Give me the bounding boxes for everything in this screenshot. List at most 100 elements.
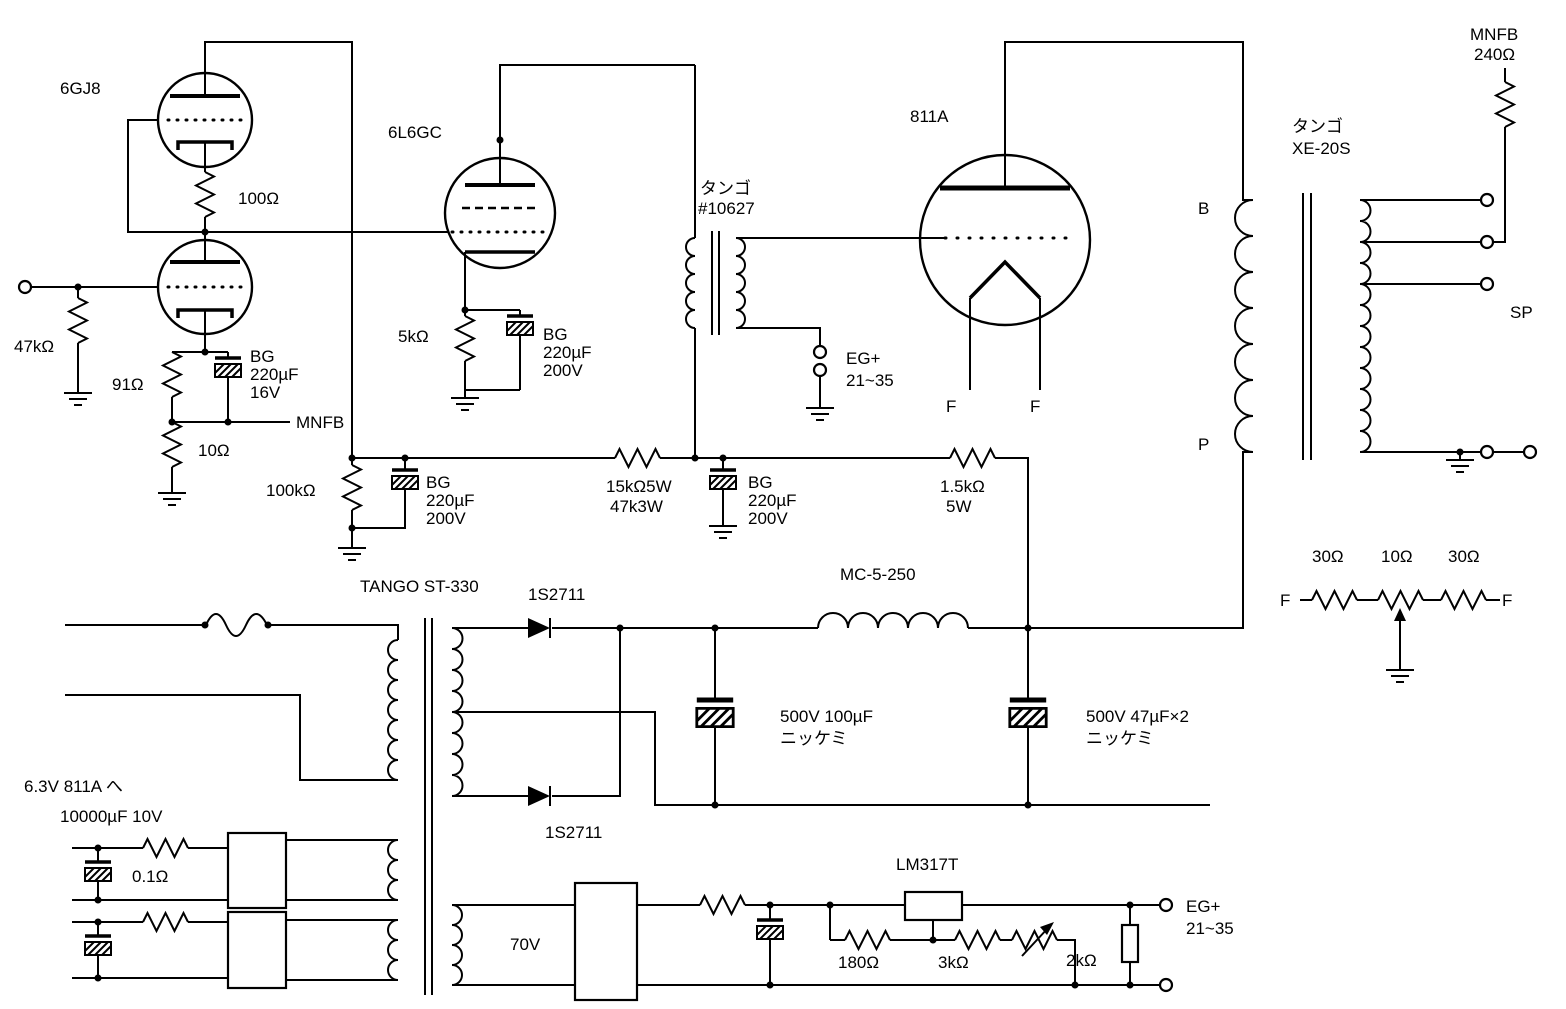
- label-choke: MC-5-250: [840, 565, 916, 584]
- rectifier-block-bias: [573, 881, 639, 1002]
- label-heater-1: 6.3V 811A へ: [24, 777, 123, 796]
- label-eg2-1: EG+: [1186, 897, 1221, 916]
- resistor-100k: [340, 464, 364, 511]
- resistor-91: [160, 351, 184, 398]
- speaker-tap-3[interactable]: [1479, 276, 1495, 292]
- label-r15k-1: 15kΩ5W: [606, 477, 672, 496]
- primary-coil: [1234, 199, 1254, 453]
- label-r1k5-2: 5W: [946, 497, 972, 516]
- label-mnfb-1: MNFB: [1470, 25, 1518, 44]
- label-cap200b-3: 200V: [543, 361, 583, 380]
- speaker-common-1[interactable]: [1479, 444, 1495, 460]
- label-cap500a-1: 500V 100µF: [780, 707, 873, 726]
- lm317t-regulator: [903, 890, 964, 922]
- label-r100: 100Ω: [238, 189, 279, 208]
- junction-dot: [826, 901, 834, 909]
- resistor-1k5: [949, 446, 996, 470]
- label-lm317: LM317T: [896, 855, 958, 874]
- junction-dot: [201, 348, 209, 356]
- label-tube-6l6gc: 6L6GC: [388, 123, 442, 142]
- speaker-tap-1[interactable]: [1479, 192, 1495, 208]
- ground-icon: [63, 384, 93, 406]
- cap-220uf-200v: [390, 468, 420, 491]
- label-r47k: 47kΩ: [14, 337, 54, 356]
- label-hum10: 10Ω: [1381, 547, 1413, 566]
- rectifier-block-1: [226, 831, 288, 910]
- primary-coil: [685, 237, 696, 329]
- label-eg2-2: 21~35: [1186, 919, 1234, 938]
- bias-jack-top[interactable]: [812, 344, 828, 360]
- filament-supply: 6.3V 811A へ 10000µF 10V 0.1Ω: [24, 777, 398, 990]
- ground-icon: [157, 484, 187, 506]
- label-mnfb-tap: MNFB: [296, 413, 344, 432]
- resistor-10-pot: [1377, 588, 1424, 612]
- label-r10: 10Ω: [198, 441, 230, 460]
- label-d2: 1S2711: [545, 823, 602, 842]
- resistor-30b: [1440, 588, 1487, 612]
- eg-output-terminal-minus[interactable]: [1158, 977, 1174, 993]
- junction-dot: [348, 454, 356, 462]
- driver-stage-6l6gc: 6L6GC 5kΩ BG 220µF 200V: [388, 64, 695, 411]
- junction-dot: [1024, 801, 1032, 809]
- speaker-common-2[interactable]: [1522, 444, 1538, 460]
- wires: [72, 839, 398, 981]
- cap-47uf-500v: [1010, 700, 1046, 727]
- tube-envelope-6gj8-upper: [156, 71, 254, 169]
- label-opt-p: P: [1198, 435, 1209, 454]
- junction-dot: [461, 306, 469, 314]
- variable-arrow-head-icon: [1040, 922, 1054, 935]
- junction-dot: [94, 918, 102, 926]
- ground-icon: [337, 539, 367, 561]
- label-eg1-2: 21~35: [846, 371, 894, 390]
- junction-dot: [74, 283, 82, 291]
- label-f4: F: [1502, 591, 1512, 610]
- junction-dot: [719, 454, 727, 462]
- ground-icon: [805, 399, 835, 421]
- eg-output-terminal-plus[interactable]: [1158, 897, 1174, 913]
- diode-1s2711-top: [527, 617, 551, 639]
- label-cap16-3: 16V: [250, 383, 281, 402]
- bplus-rail: 100kΩ BG 220µF 200V 15kΩ5W 47k3W BG 220µ…: [266, 446, 1029, 628]
- label-r3k: 3kΩ: [938, 953, 969, 972]
- bias-jack-bottom[interactable]: [812, 362, 828, 378]
- cap-10000uf-10v-a: [83, 860, 113, 883]
- input-terminal[interactable]: [17, 279, 33, 295]
- label-f3: F: [1280, 591, 1290, 610]
- junction-dot: [168, 418, 176, 426]
- cap-bias-filter: [755, 918, 785, 941]
- junction-dot: [224, 418, 232, 426]
- cathode-upper: [176, 140, 234, 150]
- label-r01: 0.1Ω: [132, 867, 168, 886]
- label-cap200b-1: BG: [543, 325, 568, 344]
- cap-220uf-200v: [708, 468, 738, 491]
- tube-envelope-6gj8-lower: [156, 238, 254, 336]
- primary-coil: [387, 639, 399, 781]
- wires: [65, 624, 399, 781]
- choke-coil: [817, 612, 969, 629]
- resistor-2k-block: [1120, 923, 1140, 964]
- secondary-coil: [735, 237, 746, 329]
- label-power-transformer: TANGO ST-330: [360, 577, 479, 596]
- resistor-100: [193, 171, 217, 218]
- label-cap200c-2: 220µF: [748, 491, 797, 510]
- resistor-series: [699, 893, 746, 917]
- resistor-0r1-b: [142, 910, 189, 934]
- wires: [1028, 68, 1524, 629]
- power-switch: [205, 613, 268, 637]
- resistor-5k: [453, 315, 477, 362]
- junction-dot: [94, 896, 102, 904]
- bias-supply: 70V LM317T 180Ω 3kΩ 2kΩ EG+ 21~35: [452, 855, 1234, 1002]
- junction-dot: [401, 454, 409, 462]
- wires: [694, 65, 945, 458]
- wires: [452, 904, 1160, 986]
- label-opt-1: タンゴ: [1292, 116, 1343, 136]
- label-mnfb-2: 240Ω: [1474, 45, 1515, 64]
- speaker-tap-2[interactable]: [1479, 234, 1495, 250]
- junction-dot: [94, 844, 102, 852]
- label-f1: F: [946, 397, 956, 416]
- label-eg1-1: EG+: [846, 349, 881, 368]
- junction-dot: [929, 936, 937, 944]
- label-r2k: 2kΩ: [1066, 951, 1097, 970]
- junction-dot: [1024, 624, 1032, 632]
